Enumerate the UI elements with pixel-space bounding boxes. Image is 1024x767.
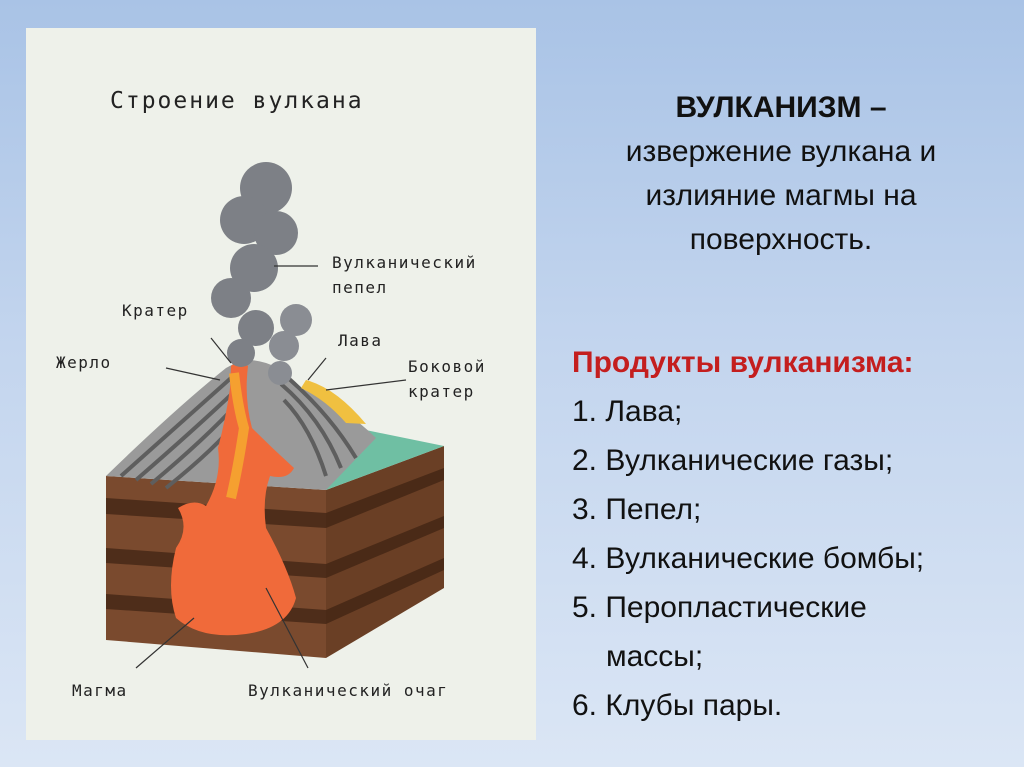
leader-magma	[135, 617, 195, 669]
definition-line-3: поверхность.	[689, 223, 873, 256]
definition-line-1: извержение вулкана и	[625, 135, 937, 168]
label-vent: Жерло	[56, 353, 112, 372]
figure-title: Строение вулкана	[110, 88, 364, 114]
leader-side-crater	[325, 379, 407, 391]
term-heading: ВУЛКАНИЗМ –	[675, 91, 887, 124]
label-side-crater-line1: Боковой	[408, 357, 486, 376]
ash-cloud	[211, 162, 298, 367]
volcano-illustration	[106, 162, 444, 669]
list-item: 5. Перопластические	[572, 591, 867, 624]
list-item-continuation: массы;	[606, 640, 704, 673]
list-item: 2. Вулканические газы;	[572, 444, 894, 477]
leader-vent	[165, 367, 221, 381]
label-side-crater: Боковой кратер	[408, 354, 486, 404]
products-list: Продукты вулканизма: 1. Лава; 2. Вулкани…	[572, 338, 1022, 730]
label-ash-line1: Вулканический	[332, 253, 477, 272]
label-lava: Лава	[338, 331, 383, 350]
leader-crater	[210, 337, 232, 364]
list-item: 1. Лава;	[572, 395, 683, 428]
magma-conduit	[171, 362, 296, 636]
volcano-diagram: Строение вулкана Вулканический пепел Кра…	[26, 28, 536, 740]
list-item: 4. Вулканические бомбы;	[572, 542, 925, 575]
leader-lava	[307, 357, 327, 381]
products-title: Продукты вулканизма:	[572, 346, 914, 379]
leader-chamber	[265, 587, 309, 669]
list-item: 6. Клубы пары.	[572, 689, 783, 722]
label-ash-line2: пепел	[332, 278, 388, 297]
definition-block: ВУЛКАНИЗМ – извержение вулкана и излияни…	[556, 86, 1006, 262]
definition-line-2: излияние магмы на	[645, 179, 917, 212]
list-item: 3. Пепел;	[572, 493, 702, 526]
label-side-crater-line2: кратер	[408, 382, 475, 401]
label-chamber: Вулканический очаг	[248, 681, 449, 700]
label-magma: Магма	[72, 681, 128, 700]
label-ash: Вулканический пепел	[332, 250, 477, 300]
label-crater: Кратер	[122, 301, 189, 320]
steam-cloud	[268, 304, 312, 385]
